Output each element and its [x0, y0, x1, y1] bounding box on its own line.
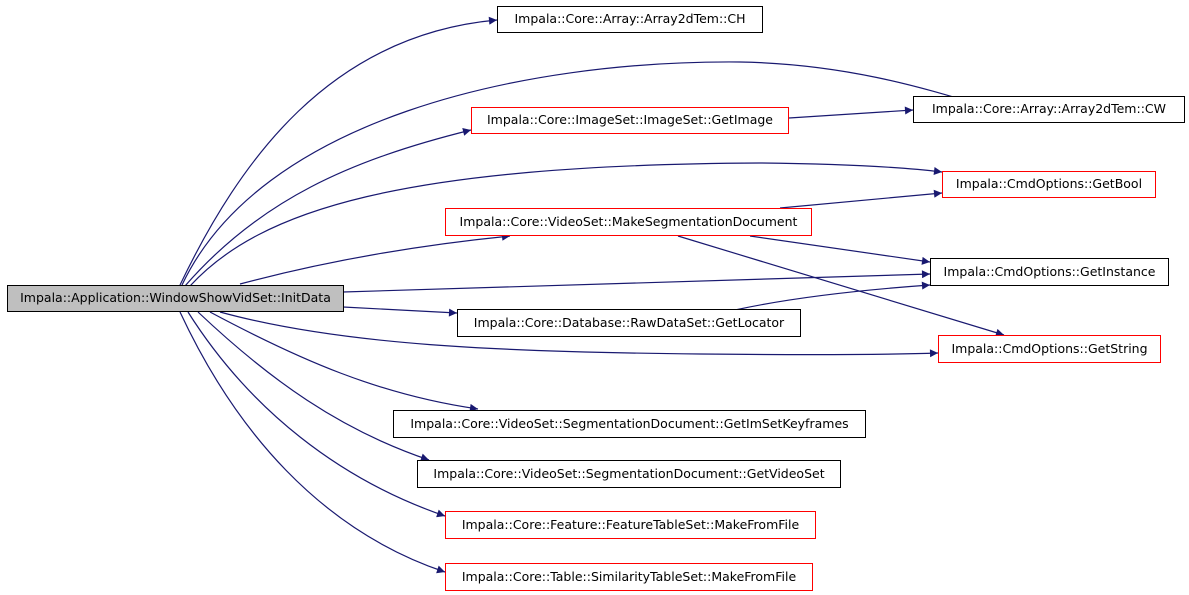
node-featuretableset-makefromfile[interactable]: Impala::Core::Feature::FeatureTableSet::… — [445, 511, 816, 539]
edge-root-keyframes — [209, 311, 479, 412]
edge-root-getbool — [189, 162, 943, 287]
node-cmdoptions-getinstance[interactable]: Impala::CmdOptions::GetInstance — [930, 258, 1169, 286]
edge-root-getstring — [219, 311, 939, 358]
node-imageset-getimage[interactable]: Impala::Core::ImageSet::ImageSet::GetIma… — [471, 107, 789, 134]
edge-root-getinstance — [342, 270, 931, 293]
edge-root-getlocator — [342, 306, 458, 317]
node-array2dtem-cw[interactable]: Impala::Core::Array::Array2dTem::CW — [913, 96, 1185, 123]
edge-root-cw — [181, 61, 991, 286]
node-segmentationdocument-getimsetkeyframes[interactable]: Impala::Core::VideoSet::SegmentationDocu… — [393, 410, 866, 438]
edge-root-getvideoset — [197, 311, 430, 462]
node-segmentationdocument-getvideoset[interactable]: Impala::Core::VideoSet::SegmentationDocu… — [417, 460, 841, 488]
node-array2dtem-ch[interactable]: Impala::Core::Array::Array2dTem::CH — [497, 6, 763, 33]
node-videoset-makesegmentationdocument[interactable]: Impala::Core::VideoSet::MakeSegmentation… — [445, 208, 812, 236]
edge-makeseg-getbool — [779, 189, 943, 209]
edge-getimage-cw — [788, 106, 914, 119]
edge-makeseg-getstring — [677, 235, 1005, 337]
node-cmdoptions-getstring[interactable]: Impala::CmdOptions::GetString — [938, 335, 1161, 363]
edge-root-makeseg — [239, 232, 511, 285]
node-similaritytableset-makefromfile[interactable]: Impala::Core::Table::SimilarityTableSet:… — [445, 563, 813, 591]
node-rawdataset-getlocator[interactable]: Impala::Core::Database::RawDataSet::GetL… — [457, 309, 801, 337]
edge-root-getimage — [184, 128, 472, 287]
edge-getlocator-getinstance — [734, 281, 931, 311]
edge-makeseg-getinstance — [749, 235, 931, 265]
node-cmdoptions-getbool[interactable]: Impala::CmdOptions::GetBool — [942, 171, 1156, 198]
edge-root-simtable — [179, 311, 446, 574]
edge-root-featuretable — [187, 311, 446, 518]
edge-root-ch — [179, 16, 498, 286]
node-root-initdata: Impala::Application::WindowShowVidSet::I… — [7, 285, 344, 312]
